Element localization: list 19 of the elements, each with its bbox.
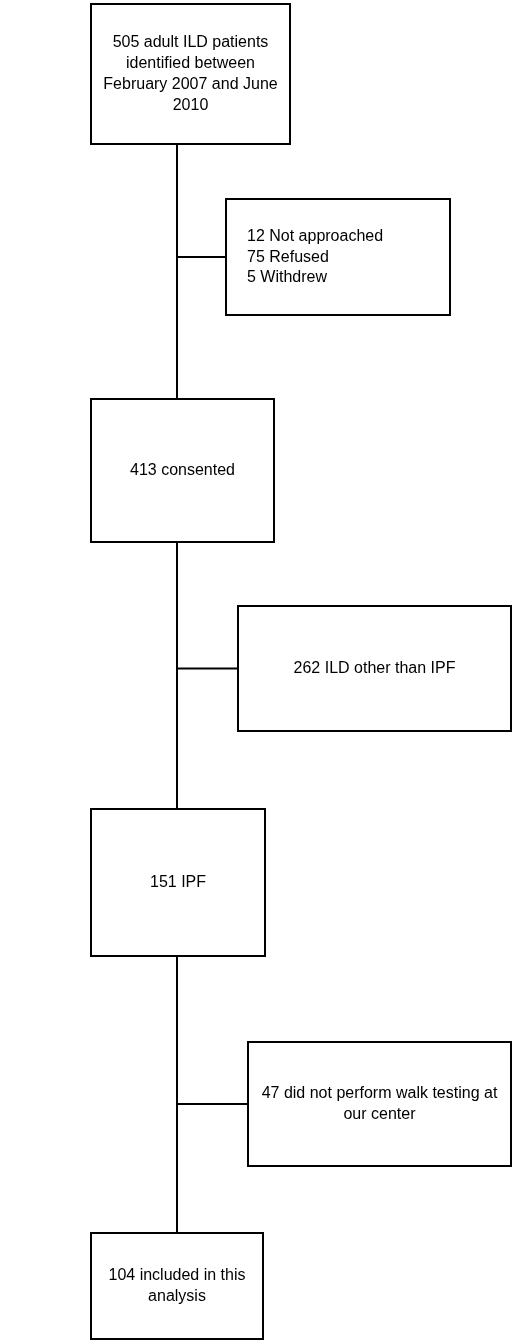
box-text: 104 included in this analysis [107, 1265, 247, 1306]
process-box [247, 1041, 512, 1167]
process-box [90, 398, 275, 543]
box-text: 262 ILD other than IPF [293, 658, 456, 679]
box-text: 5 Withdrew [247, 267, 328, 288]
connector-line [176, 144, 226, 258]
connector-line [176, 956, 248, 1105]
process-box [90, 3, 291, 145]
process-box [225, 198, 451, 316]
process-box [237, 605, 512, 732]
box-text: 75 Refused [247, 246, 329, 267]
box-text: 413 consented [130, 460, 235, 481]
box-text: 505 adult ILD patients identified between February 2007 and June 2010 [102, 32, 279, 115]
box-text: 12 Not approached [247, 225, 384, 246]
process-box [90, 1232, 264, 1340]
box-text: 151 IPF [150, 872, 206, 893]
box-text: 47 did not perform walk testing at our center [260, 1083, 499, 1124]
connector-line [176, 542, 238, 670]
process-box [90, 808, 266, 957]
